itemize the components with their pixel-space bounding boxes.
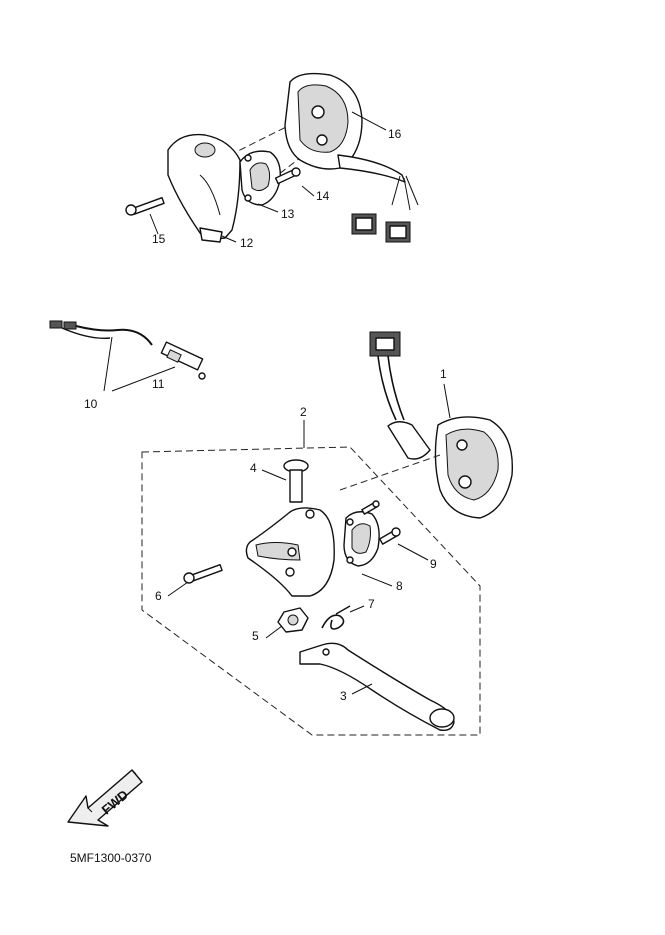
part-14-screw: [274, 167, 301, 185]
part-16-switch-body: [284, 72, 419, 243]
callout-labels: 16 14 13 12 15 10 11 1 2 4 6 5 7 8 9 3: [84, 127, 447, 703]
callout-2: 2: [300, 405, 307, 419]
part-4-bolt: [283, 459, 309, 503]
callout-12: 12: [240, 236, 254, 250]
callout-1: 1: [440, 367, 447, 381]
callout-9: 9: [430, 557, 437, 571]
part-10-wire-lead: [49, 320, 153, 346]
diagram-code: 5MF1300-0370: [70, 851, 152, 865]
callout-10: 10: [84, 397, 98, 411]
part-13-clamp: [239, 150, 281, 206]
part-6-screw: [183, 564, 223, 584]
leader-lines: [103, 111, 451, 695]
callout-16: 16: [388, 127, 402, 141]
callout-15: 15: [152, 232, 166, 246]
part-9-screw: [361, 500, 401, 545]
part-1-switch-assembly: [339, 331, 514, 519]
callout-3: 3: [340, 689, 347, 703]
part-12-cover: [167, 133, 241, 243]
part-3-lever: [299, 642, 455, 732]
part-11-switch: [160, 341, 206, 380]
part-15-screw: [125, 197, 165, 216]
part-5-nut: [277, 607, 309, 633]
callout-13: 13: [281, 207, 295, 221]
callout-6: 6: [155, 589, 162, 603]
forward-arrow-icon: FWD: [67, 769, 143, 827]
part-8-clamp: [343, 511, 380, 567]
callout-8: 8: [396, 579, 403, 593]
part-2-lever-holder-assembly: [141, 446, 481, 736]
callout-14: 14: [316, 189, 330, 203]
holder-body: [245, 507, 335, 597]
callout-11: 11: [152, 377, 165, 391]
callout-4: 4: [250, 461, 257, 475]
switch-housing-upper: [125, 72, 419, 243]
callout-5: 5: [252, 629, 259, 643]
part-7-spring: [321, 605, 351, 630]
callout-7: 7: [368, 597, 375, 611]
